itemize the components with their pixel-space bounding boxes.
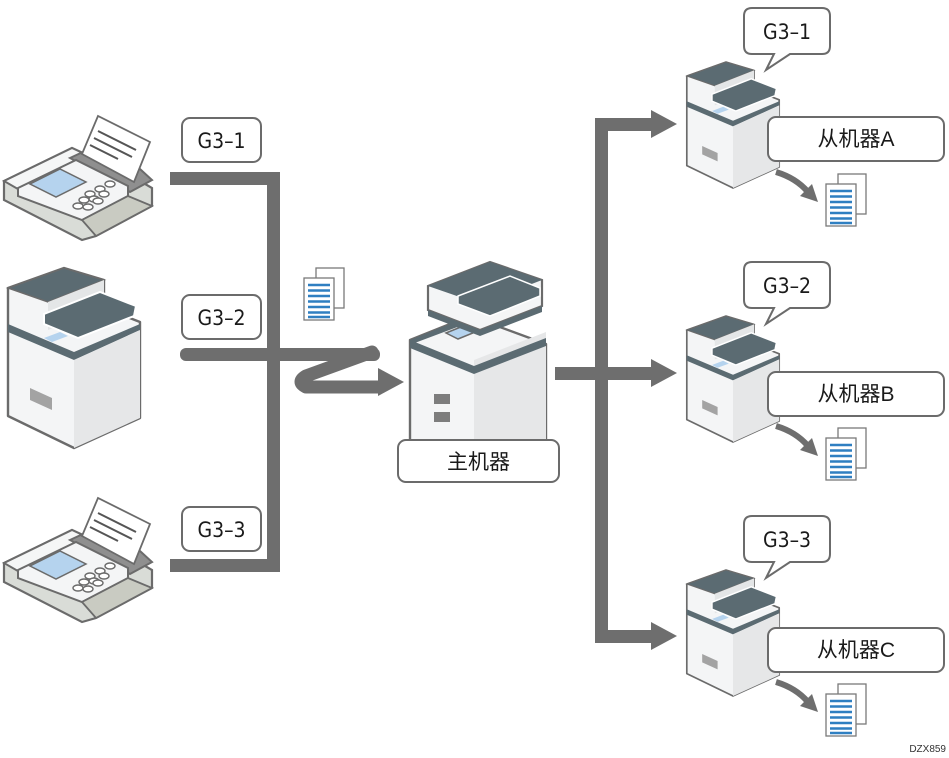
sub-machine-icon [685,61,781,189]
document-stack-icon [824,682,868,738]
sub-machine-c: G3–3 从机器C [685,515,945,738]
document-stack-icon [824,426,868,482]
outgoing-lines-connector [555,118,655,643]
arrow-head-icon [378,368,404,396]
sub-machine-label-text: 从机器B [817,383,894,406]
sub-machine-label-box [767,627,945,673]
main-machine-label: 主机器 [397,439,560,483]
document-stack-icon [302,266,346,322]
arrow-head-icon [800,694,818,712]
multifunction-printer-icon [6,266,142,450]
line-label-text: G3–2 [763,274,811,298]
speech-bubble-g3-2: G3–2 [743,261,831,327]
line-label-text: G3–2 [197,306,245,330]
arrow-head-icon [800,438,818,456]
z-arrow-shaft [294,345,387,394]
output-arrow [775,679,811,705]
main-machine-icon [408,260,548,476]
sub-machine-b: G3–2 从机器B [685,261,945,482]
fax-machine-icon [2,114,154,242]
speech-bubble-g3-3: G3–3 [743,515,831,581]
line-label-g3-3: G3–3 [181,506,262,552]
arrow-head-icon [651,110,677,138]
sub-machine-a: G3–1 从机器A [685,7,945,228]
sub-machine-label-box [767,371,945,417]
sub-machine-label-box [767,116,945,162]
output-arrow [775,423,811,449]
document-stack-icon [824,172,868,228]
line-label-text: G3–1 [197,129,245,153]
line-label-text: G3–3 [197,518,245,542]
sub-machine-label-text: 从机器C [817,639,895,662]
line-label-g3-2: G3–2 [181,294,262,340]
arrow-head-icon [651,622,677,650]
sub-machine-label-text: 从机器A [817,128,894,151]
output-arrow [775,169,811,195]
sub-machine-icon [685,315,781,443]
incoming-lines-connector [170,172,380,572]
figure-reference-code: DZX859 [909,744,946,755]
speech-bubble-g3-1: G3–1 [743,7,831,73]
line-label-text: G3–3 [763,528,811,552]
line-label-g3-1: G3–1 [181,117,262,163]
arrow-head-icon [651,359,677,387]
sub-machine-icon [685,569,781,697]
arrow-head-icon [800,184,818,202]
line-label-text: G3–1 [763,20,811,44]
main-machine-label-text: 主机器 [447,451,510,474]
fax-machine-icon [2,496,154,624]
